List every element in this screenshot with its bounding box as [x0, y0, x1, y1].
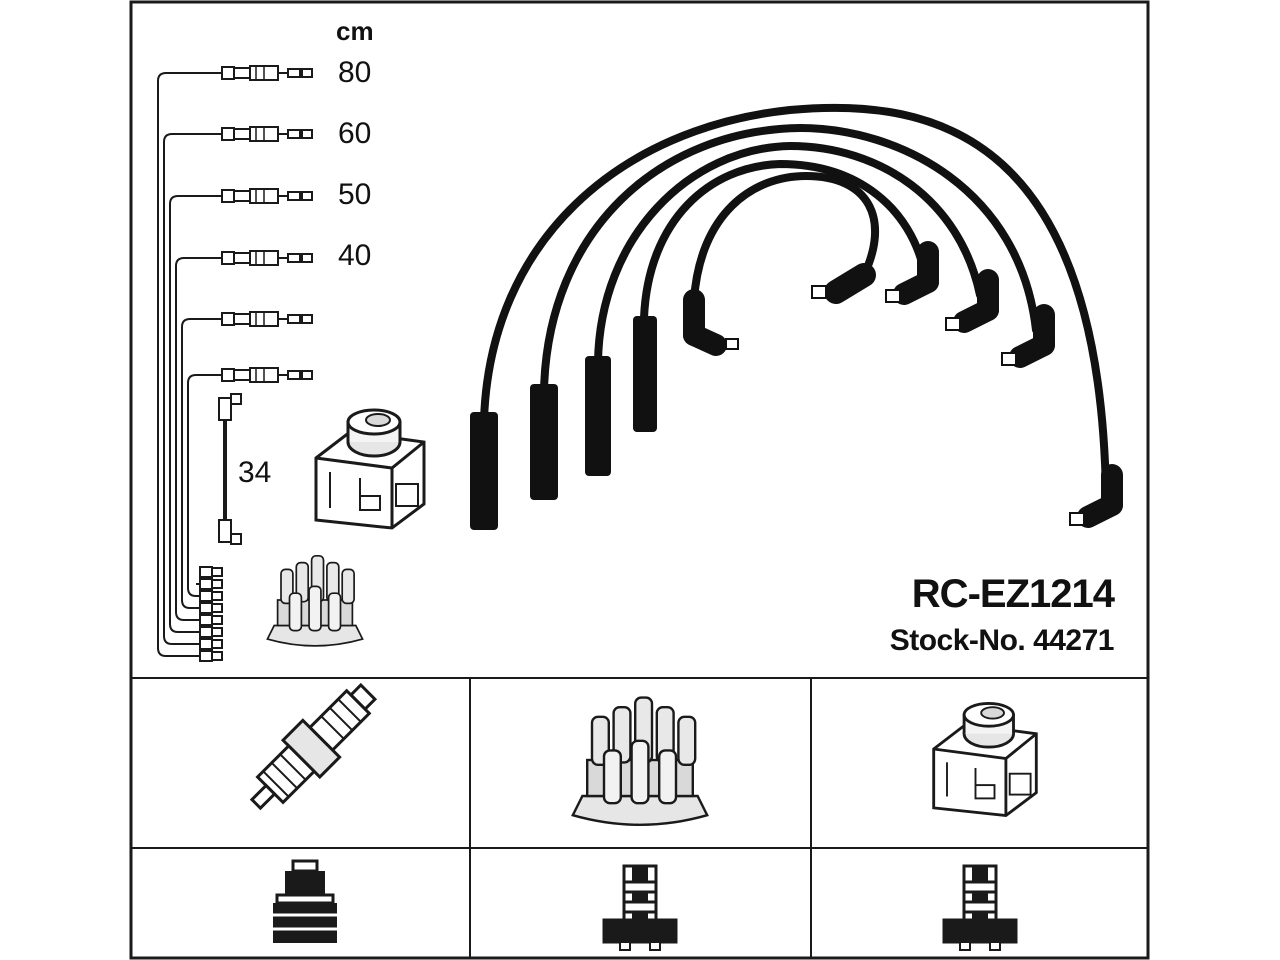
stock-number: Stock-No. 44271	[889, 624, 1115, 657]
length-label-34: 34	[238, 456, 272, 489]
unit-label: cm	[336, 16, 374, 46]
spark-plug-illustration	[249, 682, 378, 811]
length-label-60: 60	[338, 117, 372, 150]
ignition-wires	[480, 103, 1110, 499]
plug-connector-icon	[273, 859, 337, 943]
length-label-80: 80	[338, 56, 372, 89]
length-label-40: 40	[338, 239, 372, 272]
cable-set-diagram	[157, 65, 426, 662]
product-code: RC-EZ1214	[911, 572, 1115, 616]
plug-boots	[470, 252, 1112, 530]
length-label-50: 50	[338, 178, 372, 211]
